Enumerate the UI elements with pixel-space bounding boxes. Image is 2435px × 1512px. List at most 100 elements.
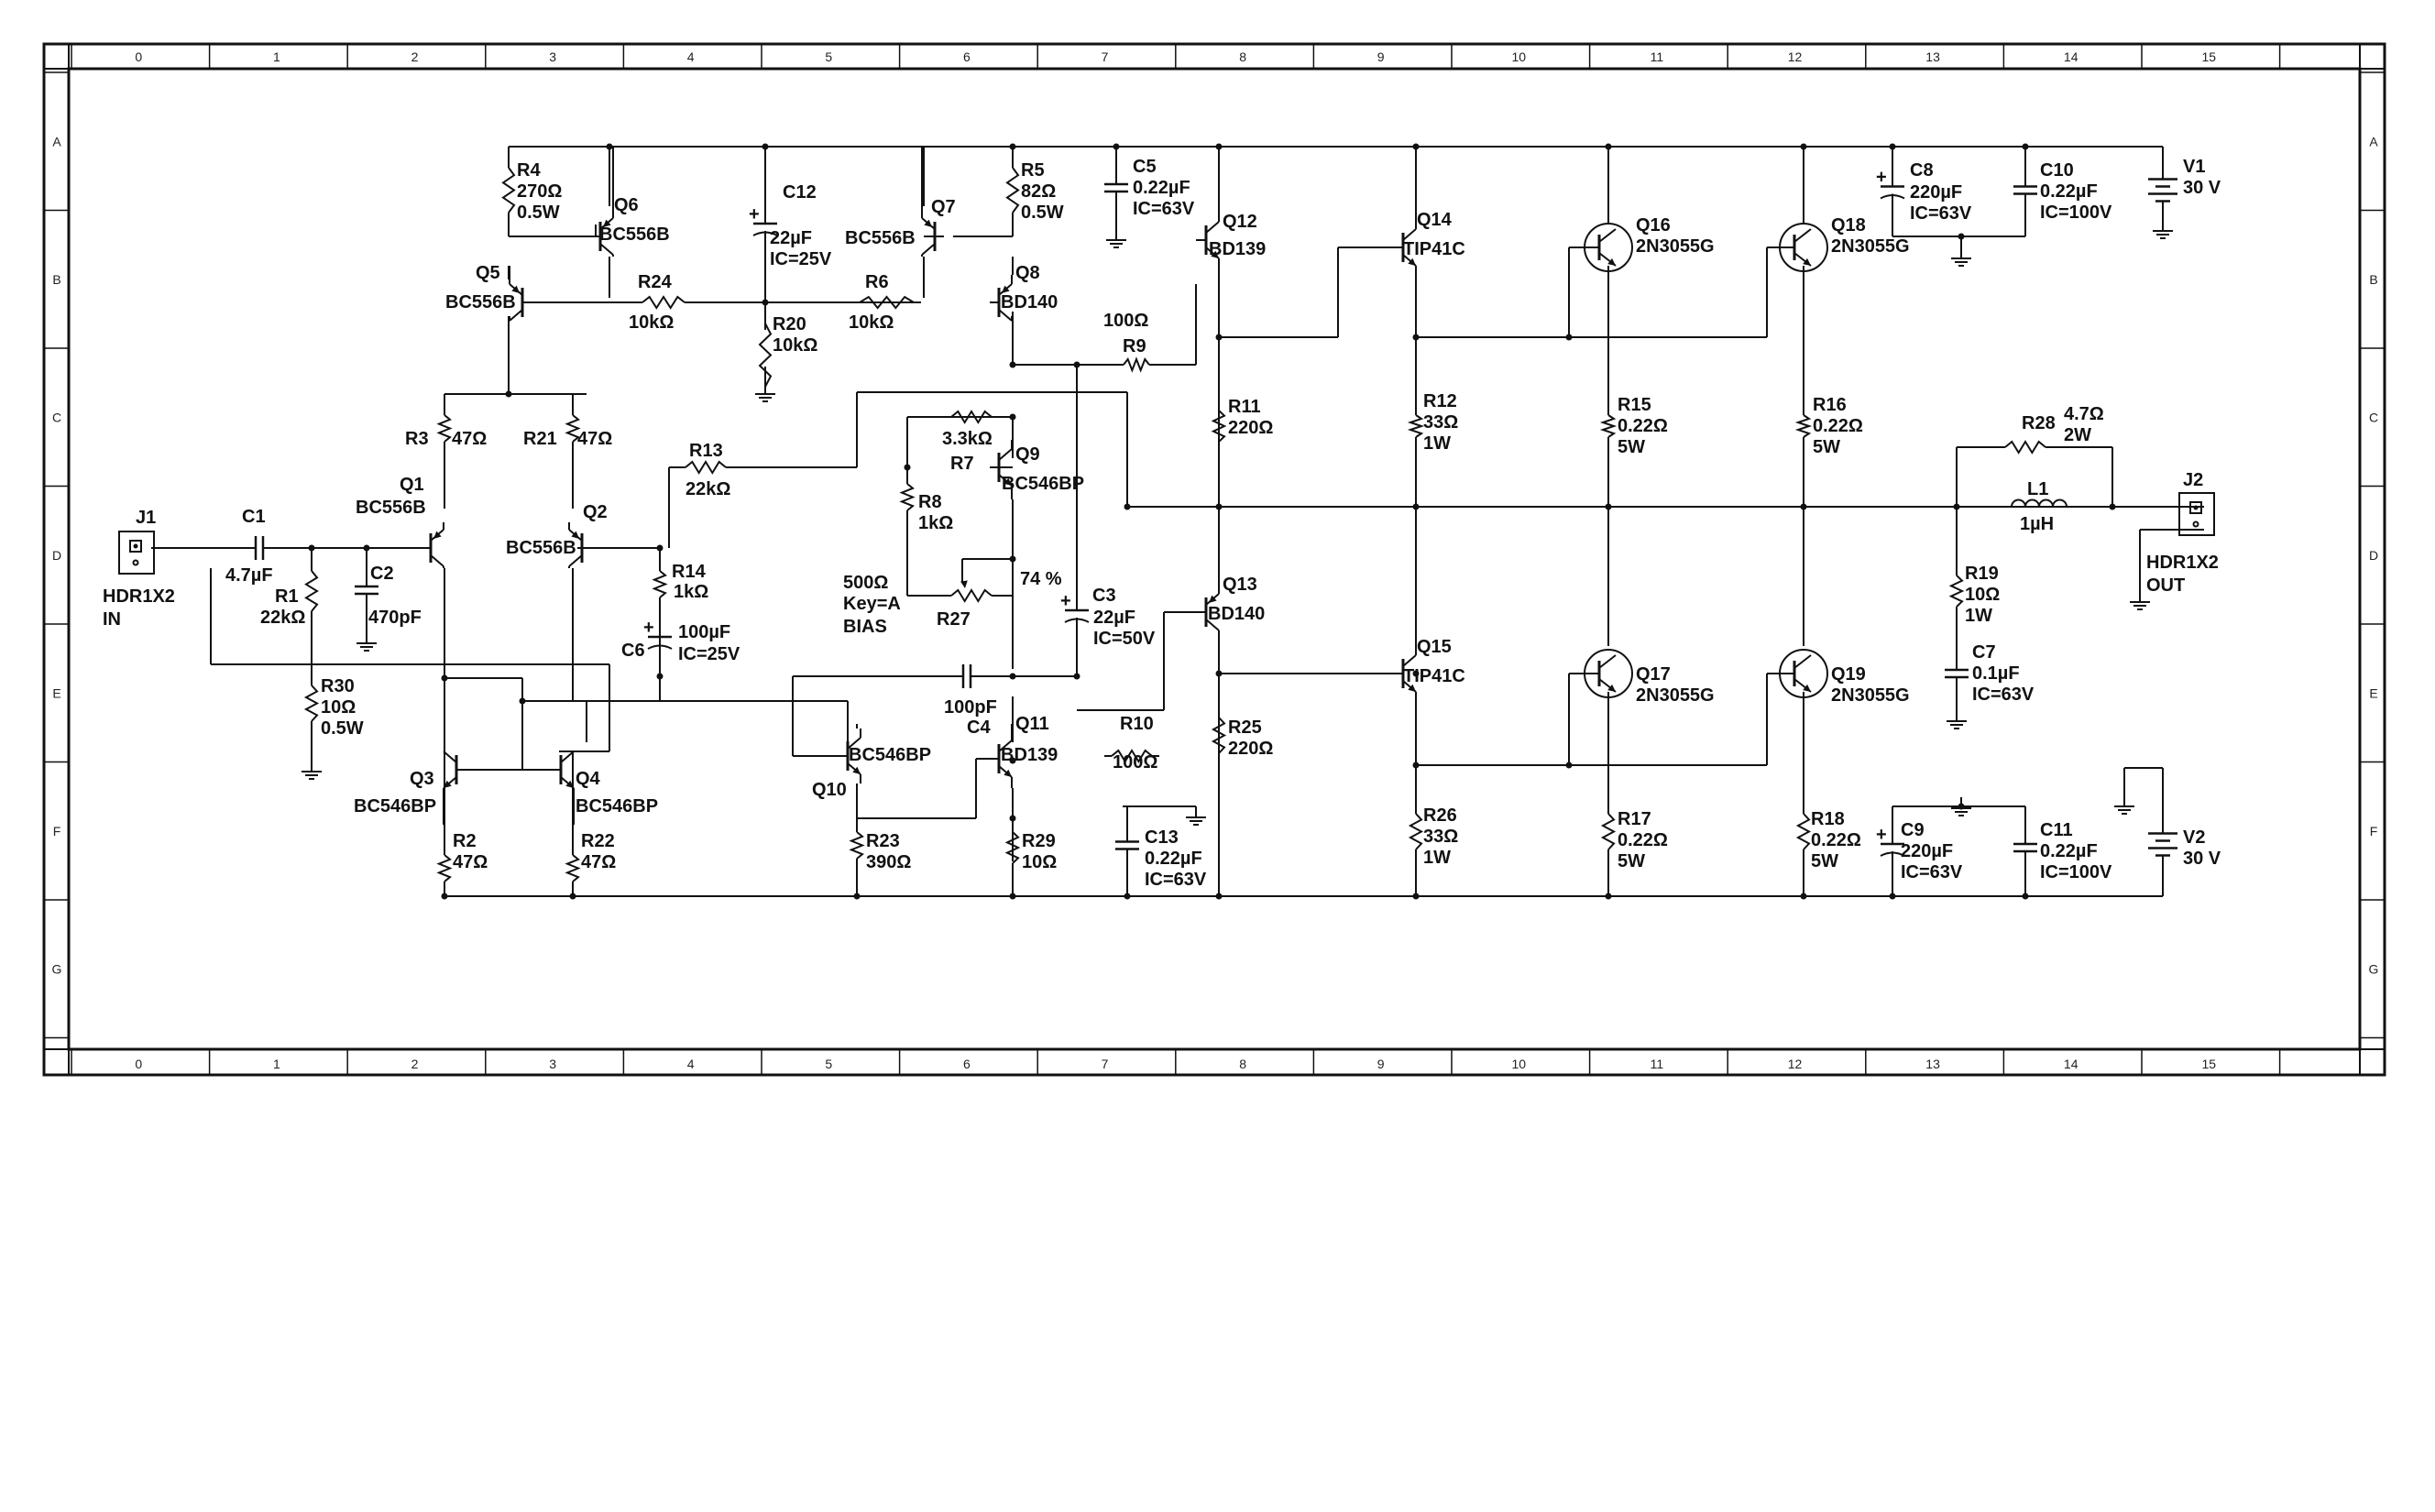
resistor-icon: [436, 414, 453, 443]
connector-pin-icon: [133, 543, 138, 549]
label-c4: 100pF: [944, 697, 997, 718]
label-r16: 5W: [1813, 437, 1840, 457]
column-label-top: 2: [411, 49, 419, 64]
label-c12: 22µF: [770, 228, 812, 248]
label-c6: IC=25V: [678, 644, 740, 664]
drawing-frame: 0011223344556677889910101111121213131414…: [42, 42, 2386, 1077]
column-label-top: 7: [1102, 49, 1109, 64]
junction-dot: [1073, 361, 1080, 368]
label-r27: 74 %: [1020, 569, 1062, 589]
row-label-left: D: [52, 548, 61, 563]
label-q13: Q13: [1223, 575, 1257, 595]
connector-pin-icon: [2192, 520, 2199, 528]
junction-dot: [1009, 555, 1016, 563]
junction-dot: [1412, 761, 1420, 769]
capacitor-icon: [647, 644, 673, 650]
resistor-icon: [950, 410, 993, 424]
label-c5: 0.22µF: [1133, 178, 1190, 198]
label-c13: IC=63V: [1145, 870, 1207, 890]
emitter-arrow: [1803, 257, 1811, 266]
transistor-leg: [1598, 228, 1617, 243]
column-label-bottom: 11: [1651, 1057, 1664, 1071]
junction-dot: [1009, 673, 1016, 680]
label-q15: Q15: [1417, 637, 1452, 657]
transistor-leg: [560, 751, 575, 763]
connector-pin-icon: [129, 540, 142, 553]
column-label-bottom: 12: [1788, 1057, 1803, 1071]
resistor-icon: [2004, 440, 2046, 455]
row-label-left: B: [52, 272, 60, 287]
label-r6: 10kΩ: [849, 312, 894, 333]
junction-dot: [1953, 503, 1960, 510]
junction-dot: [853, 893, 861, 900]
resistor-icon: [899, 483, 916, 511]
resistor-icon: [1795, 813, 1812, 850]
label-q8: BD140: [1001, 292, 1058, 312]
emitter-arrow: [1004, 477, 1012, 486]
label-r27: R27: [937, 609, 971, 630]
label-r4: 0.5W: [517, 203, 560, 223]
label-q4: BC546BP: [576, 796, 658, 816]
junction-dot: [519, 697, 526, 705]
label-r28: 2W: [2064, 425, 2091, 445]
junction-dot: [1889, 143, 1896, 150]
label-c3: 22µF: [1093, 608, 1135, 628]
row-label-right: F: [2370, 824, 2378, 838]
label-q16: Q16: [1636, 215, 1671, 236]
label-j2: J2: [2183, 470, 2203, 490]
label-r5: 82Ω: [1021, 181, 1056, 202]
label-r22: R22: [581, 831, 615, 851]
label-q13: BD140: [1208, 604, 1265, 624]
column-label-top: 5: [825, 49, 832, 64]
emitter-arrow: [433, 531, 442, 539]
label-c2: C2: [370, 564, 394, 584]
junction-dot: [1958, 233, 1965, 240]
emitter-arrow: [1607, 257, 1616, 266]
resistor-icon: [859, 295, 915, 310]
label-r23: R23: [866, 831, 900, 851]
label-r3: 47Ω: [452, 429, 487, 449]
label-c12: C12: [783, 182, 817, 203]
label-r8: R8: [918, 492, 942, 512]
label-j1: HDR1X2: [103, 586, 175, 607]
resistor-icon: [1211, 717, 1227, 754]
label-r27: 500Ω: [843, 573, 888, 593]
connector-pin-icon: [132, 559, 139, 566]
label-r12: 1W: [1423, 433, 1451, 454]
junction-dot: [1215, 503, 1223, 510]
label-c7: 0.1µF: [1972, 663, 2020, 684]
label-r5: 0.5W: [1021, 203, 1064, 223]
transistor-leg: [1793, 654, 1812, 669]
capacitor-icon: [752, 231, 778, 236]
column-label-top: 11: [1651, 49, 1664, 64]
transistor-leg: [568, 554, 583, 567]
column-label-top: 6: [963, 49, 971, 64]
label-r20: 10kΩ: [773, 335, 817, 356]
label-r15: R15: [1618, 395, 1651, 415]
label-c1: C1: [242, 507, 266, 527]
column-label-top: 13: [1925, 49, 1940, 64]
label-v2: V2: [2183, 827, 2205, 848]
junction-dot: [1800, 143, 1807, 150]
label-v1: V1: [2183, 157, 2205, 177]
junction-dot: [762, 299, 769, 306]
label-c5: IC=63V: [1133, 199, 1195, 219]
transistor-leg: [998, 309, 1013, 322]
capacitor-icon: [1880, 851, 1905, 857]
junction-dot: [606, 143, 613, 150]
transistor-leg: [430, 554, 444, 567]
junction-dot: [1412, 670, 1420, 677]
column-label-top: 4: [687, 49, 695, 64]
label-r23: 390Ω: [866, 852, 911, 872]
junction-dot: [1073, 673, 1080, 680]
label-c3: C3: [1092, 586, 1116, 606]
resistor-icon: [950, 588, 993, 603]
row-label-left: E: [52, 685, 60, 700]
column-label-bottom: 6: [963, 1057, 971, 1071]
resistor-icon: [652, 570, 668, 598]
transistor-leg: [443, 751, 457, 763]
junction-dot: [505, 390, 512, 398]
junction-dot: [569, 893, 576, 900]
label-r10: R10: [1120, 714, 1154, 734]
